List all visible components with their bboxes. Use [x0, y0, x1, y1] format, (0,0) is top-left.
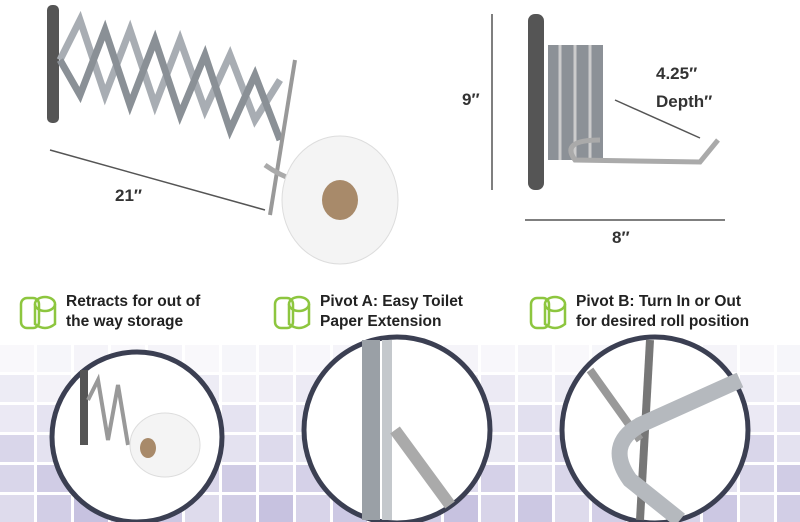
retracted-holder-image	[491, 14, 725, 221]
tile	[222, 405, 256, 432]
tile	[222, 495, 256, 522]
tile	[518, 435, 552, 462]
tile	[518, 405, 552, 432]
depth-value-label: 4.25″	[656, 64, 698, 83]
toilet-paper-roll-icon	[273, 295, 311, 330]
feature-line-2: the way storage	[66, 313, 184, 330]
tile	[259, 465, 293, 492]
extended-holder-image	[47, 5, 399, 265]
tile	[481, 345, 515, 372]
feature-line-2: Paper Extension	[320, 313, 442, 330]
tile	[518, 345, 552, 372]
retracted-width-label: 8″	[612, 228, 630, 247]
tile	[185, 345, 219, 372]
detail-circle-pivot-a	[301, 334, 493, 522]
tile	[0, 465, 34, 492]
depth-label: Depth″	[656, 92, 713, 111]
tile	[222, 435, 256, 462]
tile	[0, 345, 34, 372]
tile	[222, 375, 256, 402]
tile	[777, 405, 800, 432]
feature-line-1: Pivot B: Turn In or Out	[576, 293, 742, 310]
feature-retracts: Retracts for out of the way storage	[18, 292, 200, 332]
tile	[777, 465, 800, 492]
tile	[518, 465, 552, 492]
tile	[259, 405, 293, 432]
tile	[777, 345, 800, 372]
extended-width-label: 21″	[115, 186, 143, 205]
feature-pivot-b: Pivot B: Turn In or Out for desired roll …	[528, 292, 749, 332]
tile	[259, 495, 293, 522]
tile	[481, 465, 515, 492]
tile	[0, 495, 34, 522]
height-label: 9″	[462, 90, 480, 109]
tile	[777, 375, 800, 402]
tile	[259, 375, 293, 402]
tile	[37, 345, 71, 372]
feature-line-2: for desired roll position	[576, 313, 750, 330]
tile	[37, 495, 71, 522]
tile	[518, 495, 552, 522]
tile	[259, 435, 293, 462]
feature-line-1: Pivot A: Easy Toilet	[320, 293, 463, 310]
tile	[740, 375, 774, 402]
tile	[0, 375, 34, 402]
tile	[296, 345, 330, 372]
detail-circle-pivot-b	[559, 334, 751, 522]
toilet-paper-roll-icon	[19, 295, 57, 330]
tile	[518, 375, 552, 402]
tile	[0, 405, 34, 432]
tile	[777, 435, 800, 462]
tile	[740, 465, 774, 492]
tile	[296, 495, 330, 522]
tile	[777, 495, 800, 522]
tile	[740, 345, 774, 372]
detail-circle-retracts	[49, 349, 225, 522]
tile	[259, 345, 293, 372]
tile	[0, 435, 34, 462]
toilet-paper-roll-icon	[529, 295, 567, 330]
tile	[740, 495, 774, 522]
tile	[222, 465, 256, 492]
tile	[555, 495, 589, 522]
tile	[222, 345, 256, 372]
feature-line-1: Retracts for out of	[66, 293, 201, 310]
tile	[481, 495, 515, 522]
